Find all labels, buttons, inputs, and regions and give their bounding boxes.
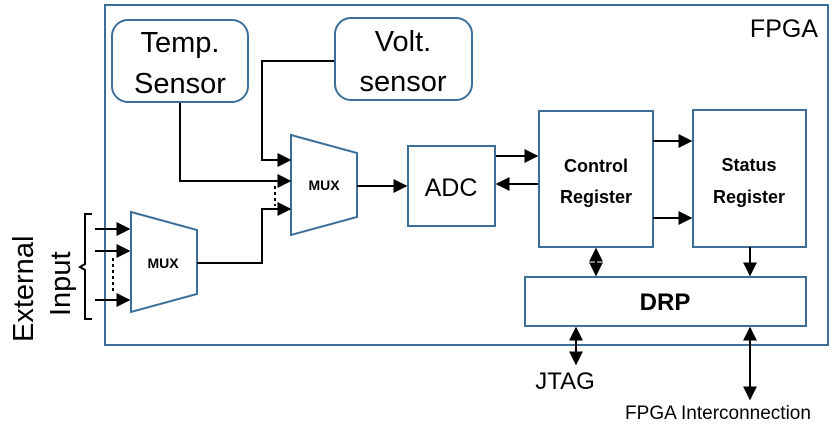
fpga-label: FPGA [750,15,818,43]
volt-sensor-label-line2: sensor [359,66,446,98]
external-input-line2: Input [45,252,77,317]
temp-sensor-block: Temp. Sensor [111,19,249,103]
input-mux-label: MUX [147,255,179,271]
volt-sensor-block: Volt. sensor [334,17,473,101]
volt-sensor-label-line1: Volt. [375,26,431,58]
wire-inmux-to-mux [197,202,292,264]
input-mux-block: MUX [130,210,198,314]
drp-block: DRP [524,276,807,327]
connections [78,60,757,401]
temp-sensor-label-line1: Temp. [141,27,220,59]
status-register-label-line1: Status [721,155,776,175]
status-register-label-line2: Register [713,187,785,207]
control-register-label-line2: Register [560,187,632,207]
jtag-label: JTAG [535,368,595,395]
external-input-line1: External [8,236,40,342]
adc-label: ADC [425,174,478,202]
external-input-label: External Input [8,236,77,342]
wire-volt-to-mux [261,60,334,167]
main-mux-label: MUX [308,177,340,193]
drp-label: DRP [640,289,691,316]
control-register-label-line1: Control [564,156,628,176]
external-input-bracket [78,213,92,320]
control-register-block: Control Register [538,110,654,248]
main-mux-block: MUX [290,133,358,237]
adc-block: ADC [407,145,496,227]
wire-temp-to-mux [179,103,292,188]
fpga-boundary [104,4,829,346]
fpga-interconnection-label: FPGA Interconnection [625,403,811,424]
status-register-block: Status Register [692,109,807,248]
temp-sensor-label-line2: Sensor [134,68,226,100]
